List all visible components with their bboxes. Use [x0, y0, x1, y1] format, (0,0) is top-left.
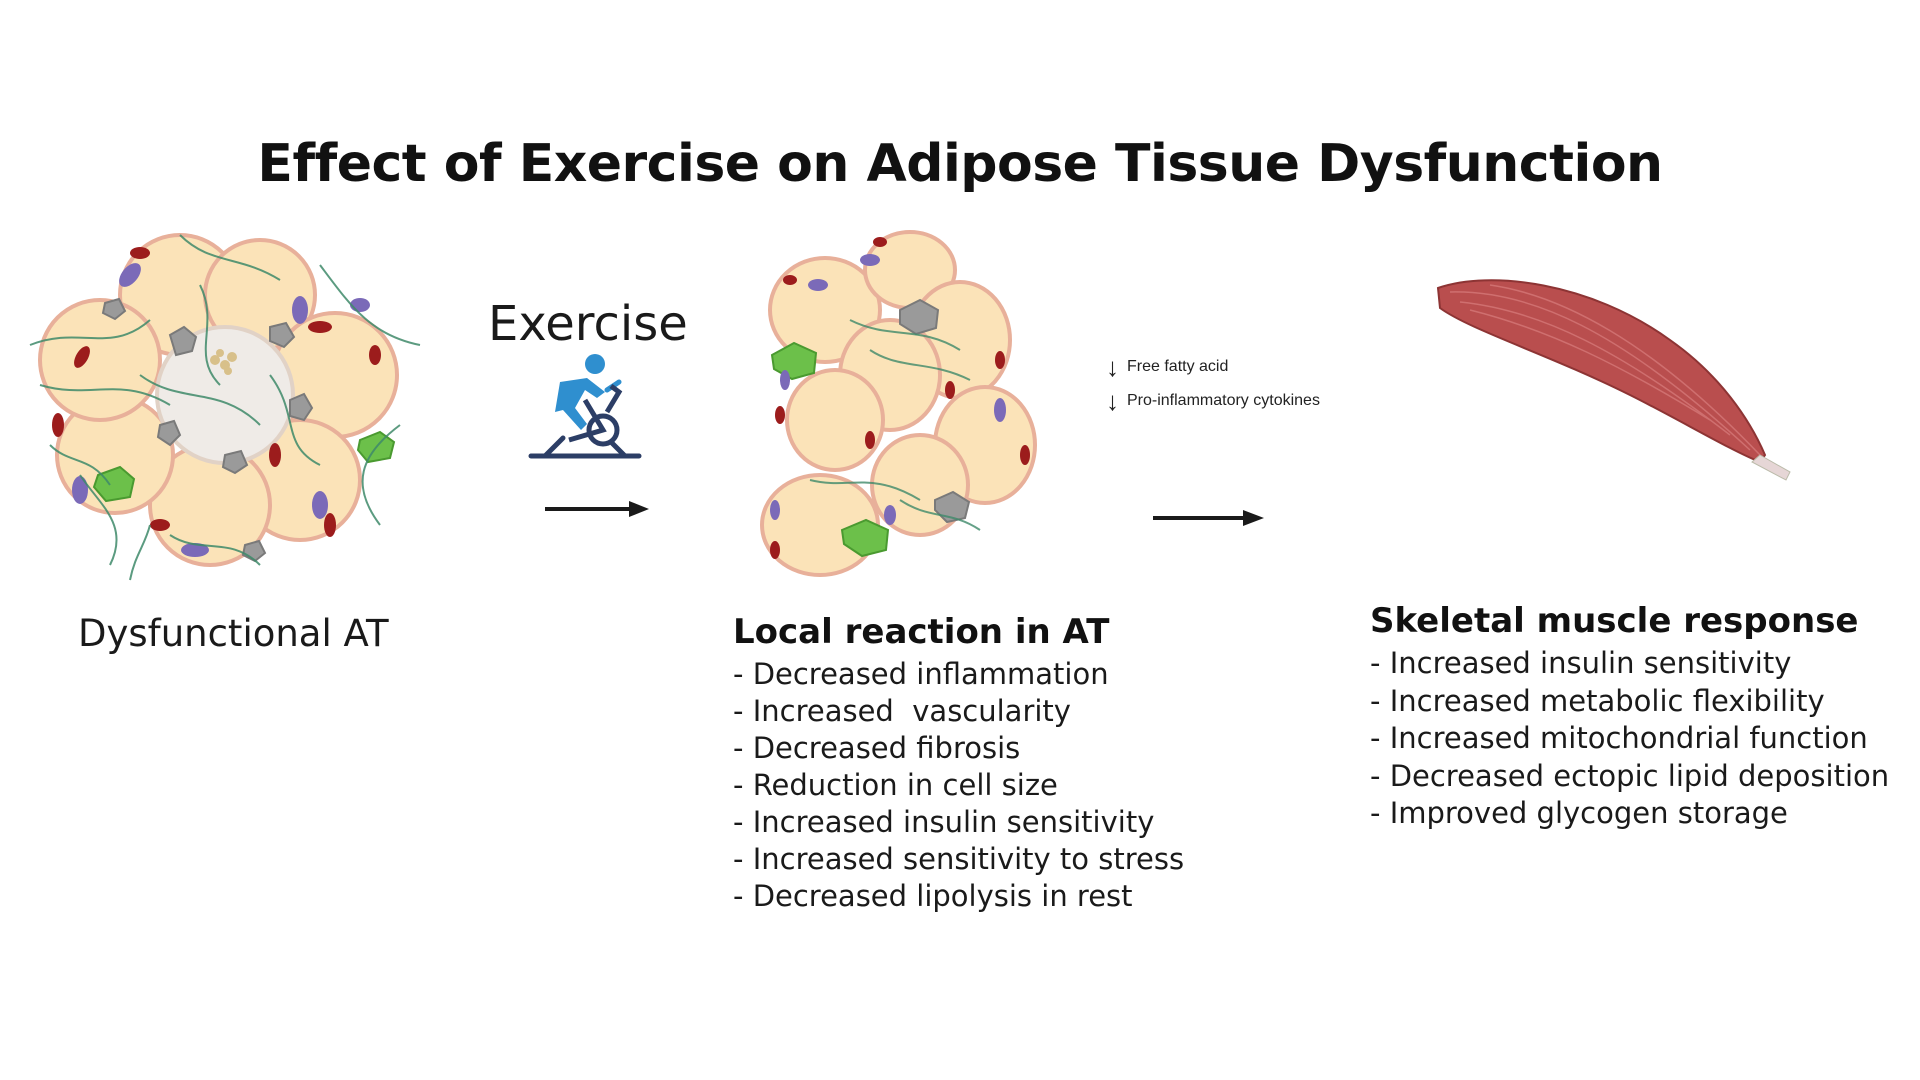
- healthy-at-illustration: [760, 230, 1037, 577]
- local-reaction-panel: Local reaction in AT Decreased inflammat…: [733, 612, 1184, 915]
- muscle-response-list: Increased insulin sensitivity Increased …: [1370, 645, 1889, 833]
- red-cells: [52, 247, 381, 537]
- cytokine-effect: ↓ Pro-inflammatory cytokines: [1106, 384, 1320, 418]
- arrow-right-icon: [545, 501, 649, 517]
- adipocyte-cluster: [760, 230, 1037, 577]
- dysfunctional-at-label: Dysfunctional AT: [78, 612, 389, 655]
- diagram-title: Effect of Exercise on Adipose Tissue Dys…: [257, 134, 1663, 194]
- effect-label: Pro-inflammatory cytokines: [1127, 392, 1320, 409]
- list-item: Increased vascularity: [733, 693, 1184, 730]
- green-cells: [770, 341, 890, 558]
- list-item: Improved glycogen storage: [1370, 795, 1889, 833]
- dysfunctional-at-illustration: [29, 233, 421, 581]
- list-item: Decreased inflammation: [733, 656, 1184, 693]
- arrow-right-icon: [1153, 510, 1264, 526]
- list-item: Reduction in cell size: [733, 767, 1184, 804]
- red-cells: [770, 237, 1030, 559]
- list-item: Increased mitochondrial function: [1370, 720, 1889, 758]
- list-item: Increased insulin sensitivity: [1370, 645, 1889, 683]
- macrophages: [899, 298, 971, 524]
- effect-label: Free fatty acid: [1127, 358, 1229, 375]
- down-arrow-icon: ↓: [1106, 386, 1119, 416]
- skeletal-muscle-illustration: [1436, 279, 1791, 481]
- macrophages: [101, 297, 314, 563]
- down-arrow-icon: ↓: [1106, 352, 1119, 382]
- muscle-response-heading: Skeletal muscle response: [1370, 601, 1859, 641]
- list-item: Decreased lipolysis in rest: [733, 878, 1184, 915]
- vascular-fibers: [809, 319, 981, 531]
- fibrosis-fibers: [29, 234, 421, 581]
- list-item: Decreased ectopic lipid deposition: [1370, 758, 1889, 796]
- list-item: Increased metabolic flexibility: [1370, 683, 1889, 721]
- cyclist-icon: [528, 354, 642, 459]
- list-item: Decreased fibrosis: [733, 730, 1184, 767]
- list-item: Increased sensitivity to stress: [733, 841, 1184, 878]
- crown-debris: [210, 349, 237, 375]
- muscle-response-panel: Skeletal muscle response Increased insul…: [1370, 601, 1889, 833]
- free-fatty-acid-effect: ↓ Free fatty acid: [1106, 350, 1320, 384]
- list-item: Increased insulin sensitivity: [733, 804, 1184, 841]
- exercise-label: Exercise: [488, 296, 688, 352]
- nuclei: [770, 254, 1006, 525]
- local-reaction-list: Decreased inflammation Increased vascula…: [733, 656, 1184, 915]
- local-reaction-heading: Local reaction in AT: [733, 612, 1110, 652]
- systemic-effects: ↓ Free fatty acid ↓ Pro-inflammatory cyt…: [1106, 350, 1320, 418]
- adipocyte-cluster: [38, 233, 399, 567]
